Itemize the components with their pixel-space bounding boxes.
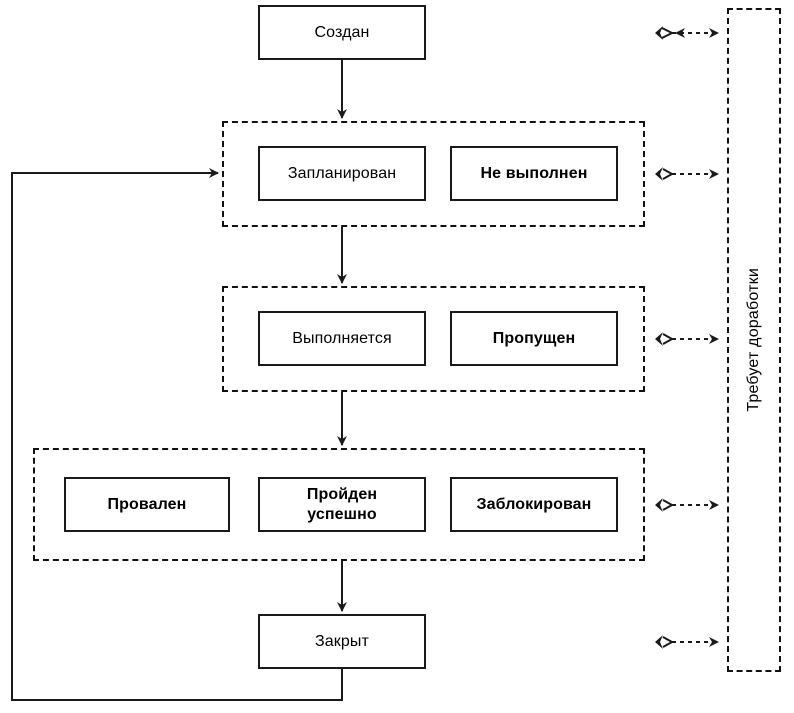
state-node-skipped[interactable]: Пропущен bbox=[450, 311, 618, 366]
group-result-states bbox=[33, 448, 645, 561]
rework-arrow-running bbox=[655, 332, 719, 346]
state-node-running[interactable]: Выполняется bbox=[258, 311, 426, 366]
state-node-planned[interactable]: Запланирован bbox=[258, 146, 426, 201]
state-node-blocked[interactable]: Заблокирован bbox=[450, 477, 618, 532]
rework-arrow-created bbox=[655, 26, 719, 40]
state-node-passed[interactable]: Пройден успешно bbox=[258, 477, 426, 532]
group-running-states bbox=[222, 286, 645, 392]
state-node-closed[interactable]: Закрыт bbox=[258, 614, 426, 669]
state-node-created[interactable]: Создан bbox=[258, 5, 426, 60]
group-planned-states bbox=[222, 121, 645, 227]
rework-arrow-result bbox=[655, 498, 719, 512]
state-node-failed[interactable]: Провален bbox=[64, 477, 230, 532]
rework-panel[interactable]: Требует доработки bbox=[727, 8, 781, 672]
rework-arrow-closed bbox=[655, 635, 719, 649]
state-node-not-done[interactable]: Не выполнен bbox=[450, 146, 618, 201]
rework-arrow-planned bbox=[655, 167, 719, 181]
rework-panel-label: Требует доработки bbox=[745, 268, 762, 412]
